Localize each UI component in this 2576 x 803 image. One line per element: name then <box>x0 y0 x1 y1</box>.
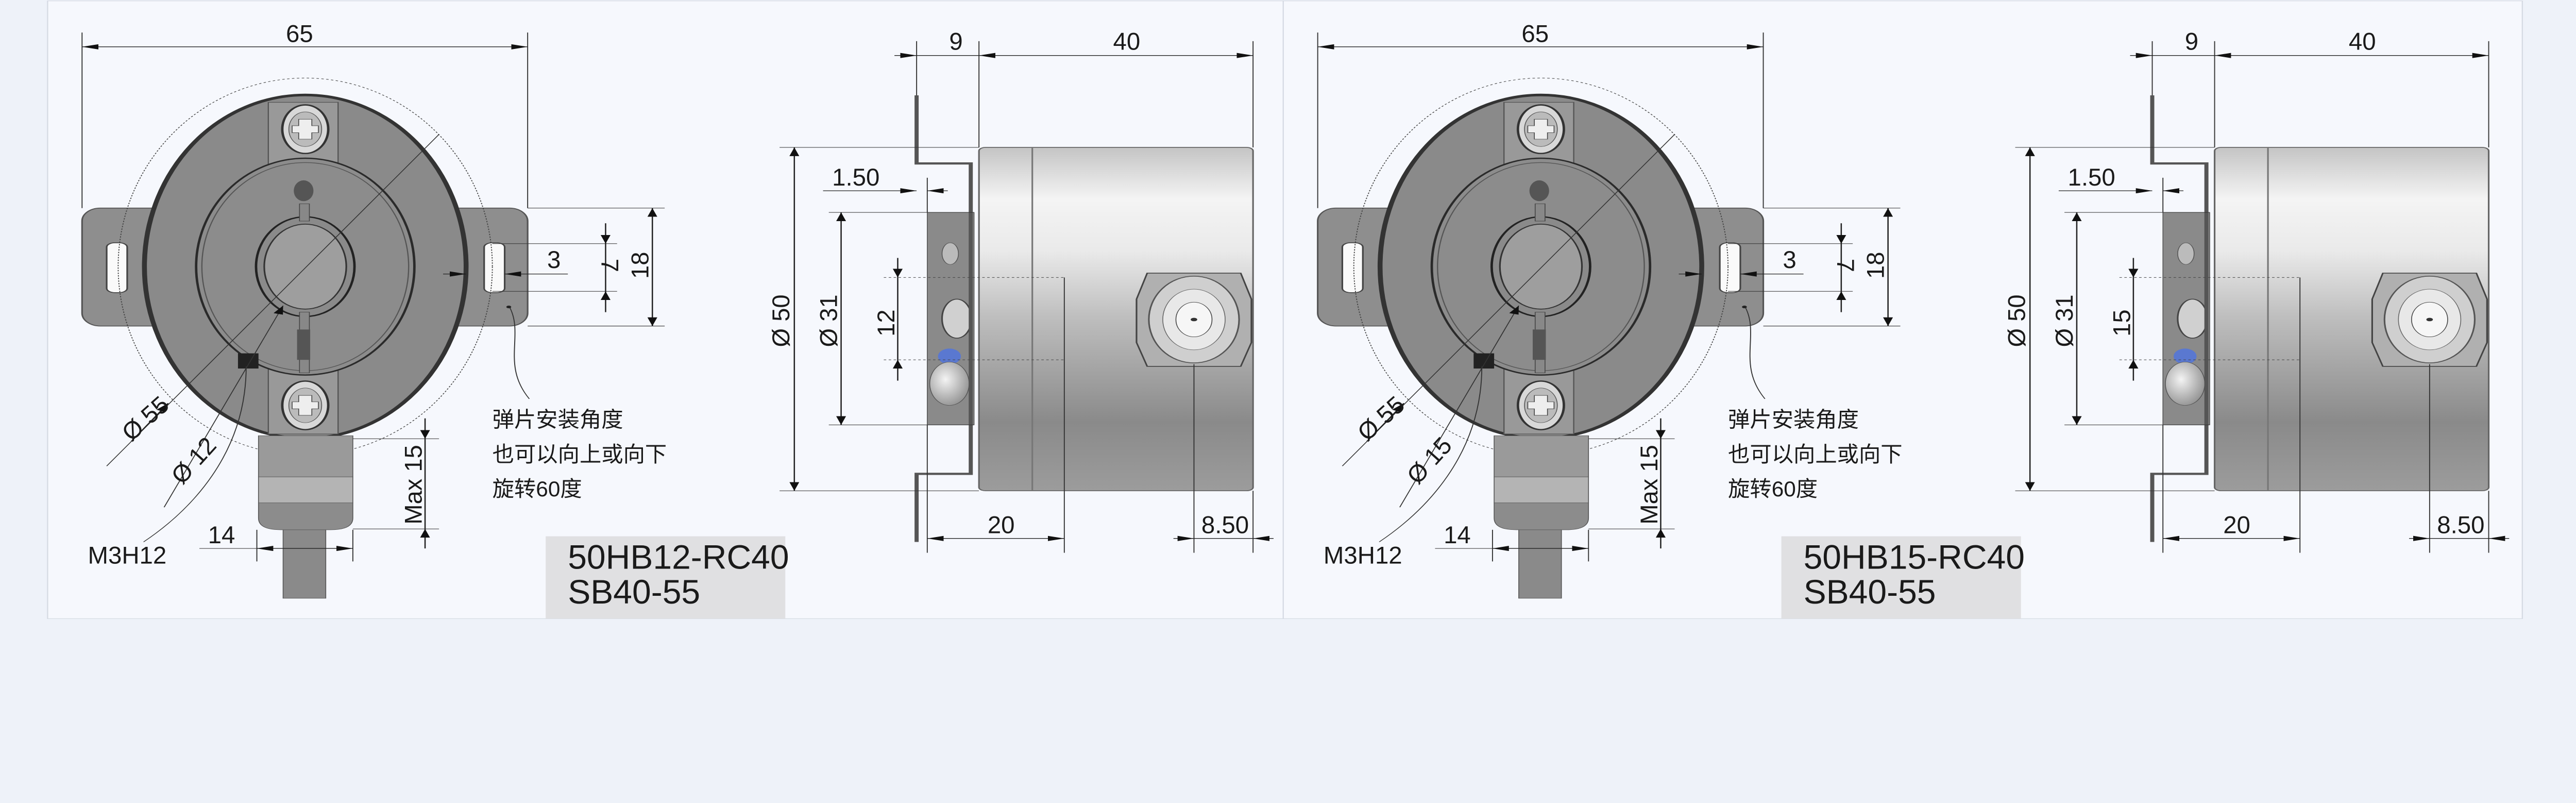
dim-tab-height: 18 <box>626 252 654 279</box>
cable <box>1518 529 1562 599</box>
dim-body-length: 40 <box>2349 28 2376 56</box>
cable-gland <box>1494 435 1589 599</box>
flange-slot-right <box>483 242 506 293</box>
dim-insertion-depth: 20 <box>2223 512 2250 539</box>
pilot-hole <box>2177 242 2195 265</box>
dim-tab-height: 18 <box>1862 252 1890 279</box>
drawing-panel: 65 Ø 55 Ø 12 M3H12 3 7 18 <box>47 1 1287 619</box>
connector-icon <box>1136 273 1252 367</box>
locating-pin <box>1529 180 1549 202</box>
screw-leader <box>143 366 247 542</box>
blue-cap <box>938 348 961 364</box>
stator-clip <box>238 353 259 369</box>
dim-flange: 9 <box>949 28 962 56</box>
pin-slot <box>299 203 310 222</box>
dim-cable-max: Max 15 <box>400 445 428 524</box>
dim-flange: 9 <box>2185 28 2198 56</box>
dim-outer-diameter: Ø 50 <box>768 294 795 347</box>
set-screw <box>297 329 311 360</box>
model-label-box <box>1781 536 2021 619</box>
screw-label: M3H12 <box>1324 542 1402 570</box>
connector-icon <box>2371 273 2488 367</box>
dim-connector-offset: 8.50 <box>2437 512 2484 539</box>
series-number: SB40-55 <box>1804 573 1936 611</box>
cable <box>282 529 327 599</box>
pin-slot <box>1534 203 1546 222</box>
dim-bore-depth: 12 <box>873 309 900 336</box>
dim-cable-width: 14 <box>1444 522 1471 549</box>
dim-outer-diameter: Ø 50 <box>2003 294 2030 347</box>
flange-slot-left <box>1341 242 1364 293</box>
side-view: 9 40 1.50 Ø 50 Ø 31 15 20 <box>2003 28 2510 553</box>
clamp-screw-icon <box>2177 298 2208 339</box>
dim-width: 65 <box>286 21 313 48</box>
dim-cable-max: Max 15 <box>1636 445 1663 524</box>
screw-label: M3H12 <box>88 542 166 570</box>
set-screw <box>1532 329 1546 360</box>
spring-plate <box>914 95 973 542</box>
model-number: 50HB12-RC40 <box>568 538 789 576</box>
model-label-box <box>546 536 786 619</box>
dim-slot-length: 7 <box>1832 259 1859 272</box>
locating-pin <box>294 180 314 202</box>
note-line-1: 弹片安装角度 <box>1728 408 1859 432</box>
dim-insertion-depth: 20 <box>988 512 1015 539</box>
note-line-1: 弹片安装角度 <box>493 408 623 432</box>
encoder-housing <box>978 147 1254 492</box>
dim-slot-length: 7 <box>596 259 623 272</box>
tether-knob <box>929 361 970 406</box>
dim-width: 65 <box>1521 21 1549 48</box>
note-leader <box>508 305 530 399</box>
dim-cable-width: 14 <box>208 522 235 549</box>
flange-slot-right <box>1719 242 1741 293</box>
pilot-hole <box>941 242 959 265</box>
dim-plate-thickness: 1.50 <box>832 164 879 191</box>
dim-slot-width: 3 <box>1783 246 1796 274</box>
screw-top-icon <box>1516 104 1565 155</box>
tether-knob <box>2165 361 2206 406</box>
series-number: SB40-55 <box>568 573 700 611</box>
dim-body-length: 40 <box>1113 28 1141 56</box>
blue-cap <box>2173 348 2197 364</box>
dim-bore-depth: 15 <box>2108 309 2136 336</box>
cable-gland <box>258 435 353 599</box>
drawing-panel: 65 Ø 55 Ø 15 M3H12 3 7 18 <box>1282 1 2523 619</box>
dim-connector-offset: 8.50 <box>1201 512 1249 539</box>
encoder-housing <box>2213 147 2490 492</box>
note-line-2: 也可以向上或向下 <box>1728 442 1903 466</box>
note-leader <box>1743 305 1766 399</box>
screw-top-icon <box>281 104 330 155</box>
model-number: 50HB15-RC40 <box>1804 538 2025 576</box>
note-line-2: 也可以向上或向下 <box>493 442 667 466</box>
dim-plate-thickness: 1.50 <box>2068 164 2115 191</box>
clamp-screw-icon <box>941 298 973 339</box>
dim-pilot-diameter: Ø 31 <box>2051 294 2078 347</box>
front-view: 65 Ø 55 Ø 15 M3H12 3 7 18 <box>1317 21 2025 619</box>
dim-pilot-diameter: Ø 31 <box>815 294 842 347</box>
flange-slot-left <box>106 242 128 293</box>
drawing-sheet: 65 Ø 55 Ø 12 M3H12 3 7 18 <box>47 1 2523 619</box>
screw-bottom-icon <box>1516 380 1565 430</box>
screw-leader <box>1379 366 1483 542</box>
note-line-3: 旋转60度 <box>493 477 582 501</box>
dim-slot-width: 3 <box>547 246 561 274</box>
spring-plate <box>2150 95 2209 542</box>
stator-clip <box>1473 353 1495 369</box>
side-view: 9 40 1.50 Ø 50 Ø 31 12 20 <box>768 28 1274 553</box>
mount-circle <box>117 77 493 456</box>
front-view: 65 Ø 55 Ø 12 M3H12 3 7 18 <box>81 21 789 619</box>
screw-bottom-icon <box>281 380 330 430</box>
note-line-3: 旋转60度 <box>1728 477 1818 501</box>
